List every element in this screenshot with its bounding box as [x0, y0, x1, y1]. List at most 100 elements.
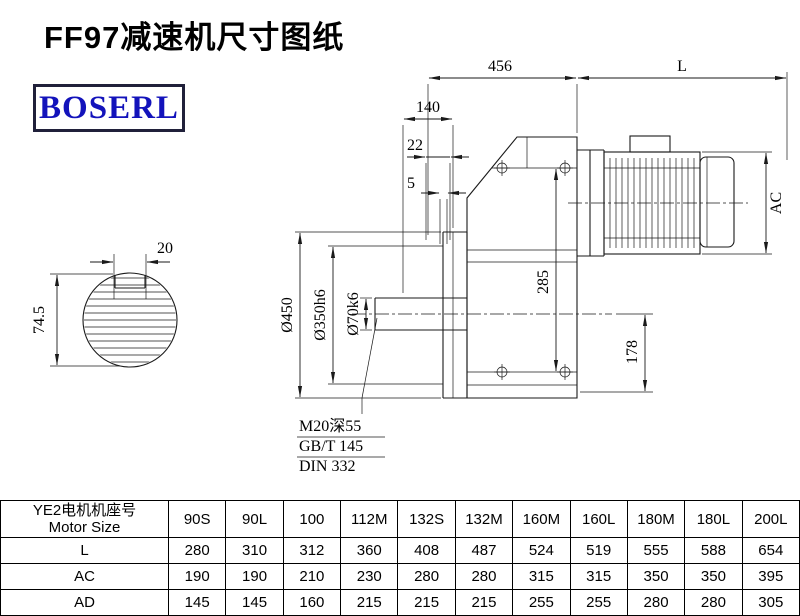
dim-label-285: 285 [535, 270, 552, 294]
cell: 280 [626, 589, 686, 616]
cell: 255 [512, 589, 571, 616]
cell: 555 [626, 537, 686, 564]
cell: 190 [167, 563, 227, 590]
note-din: DIN 332 [299, 458, 355, 475]
dim-dia70: Ø70k6 [345, 292, 372, 336]
motor [577, 135, 735, 257]
dim-label-AC: AC [768, 192, 785, 214]
cell: 280 [167, 537, 227, 564]
cell: 588 [684, 537, 743, 564]
housing [466, 136, 578, 399]
cell: 654 [741, 537, 800, 564]
cell: 360 [340, 537, 399, 564]
boserl-logo: BOSERL [33, 84, 185, 132]
row-label: L [0, 537, 169, 564]
cell: 215 [454, 589, 514, 616]
col-header: 112M [340, 500, 399, 538]
dim-label-140: 140 [416, 99, 440, 116]
cell: 519 [569, 537, 628, 564]
cell: 487 [454, 537, 514, 564]
keyway [114, 275, 146, 289]
table-row-AD: AD 145 145 160 215 215 215 255 255 280 2… [0, 589, 800, 616]
dim-L: L [577, 58, 788, 160]
motor-size-table: YE2电机机座号 Motor Size 90S 90L 100 112M 132… [0, 500, 800, 616]
cell: 315 [512, 563, 571, 590]
col-header: 180L [684, 500, 743, 538]
cell: 280 [397, 563, 456, 590]
terminal-box [629, 135, 671, 153]
row-label: AC [0, 563, 169, 590]
technical-drawing: 20 74.5 [31, 58, 788, 475]
dim-20: 20 [90, 240, 173, 299]
cell: 524 [512, 537, 571, 564]
note-gb: GB/T 145 [299, 438, 363, 455]
cell: 255 [569, 589, 628, 616]
dim-label-22: 22 [407, 137, 423, 154]
cell: 408 [397, 537, 456, 564]
bolt-marks [494, 160, 573, 380]
col-header: 132S [397, 500, 456, 538]
cell: 315 [569, 563, 628, 590]
shaft-hatching [84, 277, 176, 363]
cell: 310 [225, 537, 284, 564]
header-en: Motor Size [48, 519, 121, 536]
page-title: FF97减速机尺寸图纸 [44, 20, 345, 55]
dim-74-5: 74.5 [31, 273, 120, 367]
dim-label-dia70: Ø70k6 [345, 292, 362, 336]
dim-AC: AC [702, 151, 785, 255]
header-cn: YE2电机机座号 [32, 502, 137, 519]
col-header: 90L [225, 500, 284, 538]
cell: 395 [741, 563, 800, 590]
cell: 312 [282, 537, 342, 564]
dim-dia350: Ø350h6 [312, 245, 443, 385]
dim-label-L: L [677, 58, 687, 75]
dim-label-456: 456 [488, 58, 512, 75]
cell: 215 [340, 589, 399, 616]
cell: 145 [167, 589, 227, 616]
row-label: AD [0, 589, 169, 616]
fan-cover [699, 156, 735, 248]
col-header: 100 [282, 500, 342, 538]
cell: 210 [282, 563, 342, 590]
col-header: 200L [741, 500, 800, 538]
cell: 160 [282, 589, 342, 616]
table-header-row: YE2电机机座号 Motor Size 90S 90L 100 112M 132… [0, 500, 800, 538]
dim-label-dia450: Ø450 [279, 297, 296, 333]
output-shaft [374, 297, 467, 331]
dim-456: 456 [427, 58, 578, 235]
logo-text: BOSERL [39, 89, 179, 126]
dim-label-dia350: Ø350h6 [312, 289, 329, 341]
cell: 305 [741, 589, 800, 616]
cell: 145 [225, 589, 284, 616]
col-header: 160M [512, 500, 571, 538]
note-center-hole: M20深55 GB/T 145 DIN 332 [297, 317, 385, 475]
motor-fins [604, 158, 700, 248]
dim-label-20: 20 [157, 240, 173, 257]
table-row-L: L 280 310 312 360 408 487 524 519 555 58… [0, 537, 800, 564]
centerlines [352, 202, 748, 315]
dim-285: 285 [535, 168, 559, 372]
cell: 280 [684, 589, 743, 616]
cell: 190 [225, 563, 284, 590]
dim-140: 140 [402, 99, 454, 293]
col-header: 132M [454, 500, 514, 538]
dim-label-74-5: 74.5 [31, 306, 48, 334]
dim-5: 5 [407, 175, 466, 244]
dim-22: 22 [407, 137, 469, 240]
gearbox-body [374, 136, 578, 399]
col-header: 160L [569, 500, 628, 538]
dim-178: 178 [580, 313, 653, 393]
shaft-end-view [82, 272, 178, 368]
cell: 230 [340, 563, 399, 590]
cell: 280 [454, 563, 514, 590]
col-header: 90S [167, 500, 227, 538]
mounting-flange [442, 231, 468, 399]
table-row-AC: AC 190 190 210 230 280 280 315 315 350 3… [0, 563, 800, 590]
dim-label-178: 178 [624, 340, 641, 364]
dim-dia450: Ø450 [279, 231, 441, 399]
cell: 215 [397, 589, 456, 616]
col-header: 180M [626, 500, 686, 538]
shaft-end-circle [82, 272, 178, 368]
motor-size-header: YE2电机机座号 Motor Size [0, 500, 169, 538]
